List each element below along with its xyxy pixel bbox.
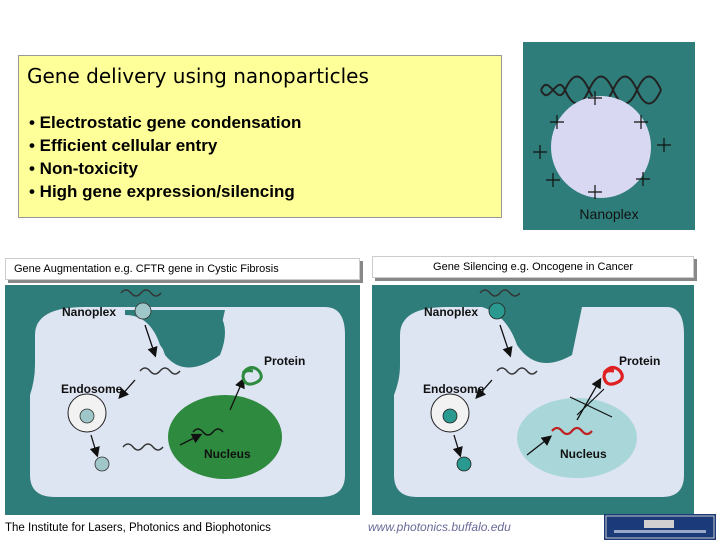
nucleus-label: Nucleus (204, 447, 251, 461)
endosome-label: Endosome (61, 382, 123, 396)
left-panel-caption: Gene Augmentation e.g. CFTR gene in Cyst… (5, 258, 360, 280)
nanoplex-core (551, 96, 651, 198)
slide-title: Gene delivery using nanoparticles (27, 64, 369, 88)
arrow-icon (144, 324, 158, 358)
nanoparticle (79, 408, 95, 424)
bullet-item: • Non-toxicity (29, 159, 138, 178)
nucleus-label: Nucleus (560, 447, 607, 461)
arrow-icon (118, 379, 136, 399)
arrow-icon (499, 324, 513, 358)
nanoplex-label: Nanoplex (579, 206, 638, 222)
footer-institute: The Institute for Lasers, Photonics and … (5, 522, 271, 534)
nucleus (517, 398, 637, 478)
arrow-icon (229, 377, 245, 411)
bullet-item: • Electrostatic gene condensation (29, 113, 302, 132)
nanoparticle (94, 456, 110, 472)
nanoplex-figure: Nanoplex (523, 42, 695, 230)
protein-icon (241, 366, 263, 386)
nucleus (168, 395, 282, 479)
nanoparticle (456, 456, 472, 472)
protein-label: Protein (619, 354, 660, 368)
nanoparticle (134, 302, 152, 320)
nanoplex-diagram: Nanoplex (533, 75, 671, 222)
gene-silencing-panel: Nanoplex Protein Endosome Nucleus (372, 285, 694, 515)
protein-icon (602, 365, 624, 386)
bullet-item: • High gene expression/silencing (29, 182, 295, 201)
arrow-icon (475, 379, 493, 399)
nanoparticle (442, 408, 458, 424)
dna-helix-icon (496, 367, 538, 375)
dna-helix-icon (192, 428, 224, 436)
block-cross-icon (569, 388, 613, 418)
nanoplex-label: Nanoplex (424, 305, 478, 319)
arrow-icon (179, 433, 203, 446)
dna-helix-icon (551, 426, 593, 436)
dna-helix-icon (122, 443, 164, 451)
arrow-icon (526, 435, 553, 456)
gene-augmentation-panel: Nanoplex Protein Endosome Nucleus (5, 285, 360, 515)
dna-helix-icon (139, 367, 181, 375)
university-logo (604, 514, 716, 540)
bullet-list: • Electrostatic gene condensation • Effi… (29, 111, 301, 203)
footer-url[interactable]: www.photonics.buffalo.edu (368, 520, 511, 534)
endosome-label: Endosome (423, 382, 485, 396)
right-panel-caption: Gene Silencing e.g. Oncogene in Cancer (372, 256, 694, 278)
bullet-item: • Efficient cellular entry (29, 136, 218, 155)
plus-sign-icon (533, 91, 671, 199)
logo-mark (605, 515, 715, 539)
blocked-arrow (576, 377, 602, 421)
summary-box: Gene delivery using nanoparticles • Elec… (18, 55, 502, 218)
arrow-icon (89, 434, 100, 458)
dna-helix-icon (540, 75, 662, 105)
protein-label: Protein (264, 354, 305, 368)
nanoplex-label: Nanoplex (62, 305, 116, 319)
dna-helix-icon (120, 289, 162, 297)
arrow-icon (452, 434, 463, 458)
dna-helix-icon (479, 289, 521, 297)
nanoparticle (488, 302, 506, 320)
